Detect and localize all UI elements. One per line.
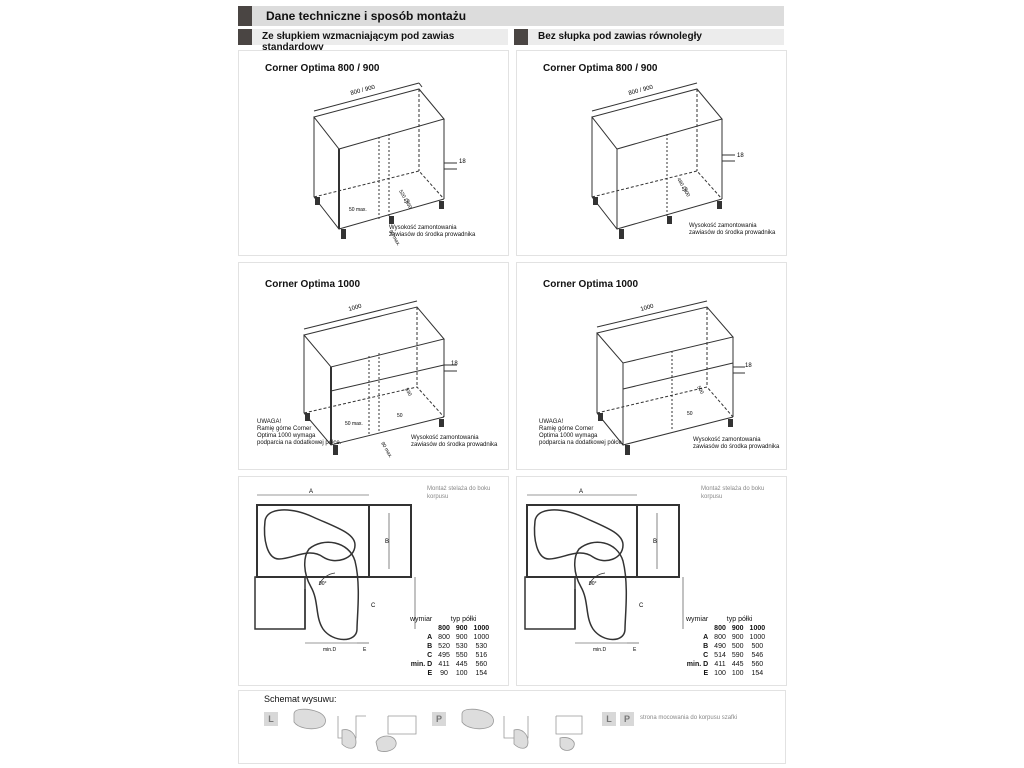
dim-A: A	[309, 489, 313, 495]
cabinet-drawing: 800 / 900 18 480 / 500 50	[591, 82, 744, 239]
dim-A: A	[579, 489, 583, 495]
dim-E: E	[363, 647, 367, 653]
mount-height-note: Wysokość zamontowania zawiasów do środka…	[389, 225, 476, 238]
dim-530: 530	[403, 387, 412, 397]
dim-18: 18	[451, 361, 458, 367]
dim-min-D: min.D	[323, 647, 336, 653]
warning-note: UWAGA! Ramię górne Corner Optima 1000 wy…	[257, 419, 342, 446]
panel-title: Corner Optima 800 / 900	[265, 63, 380, 74]
dim-B: B	[653, 539, 657, 545]
panel-top-view-left: A B C min.D E 90° Montaż stelaża do boku…	[238, 476, 509, 686]
mount-height-note: Wysokość zamontowania zawiasów do środka…	[411, 435, 498, 448]
panel-corner-800-900-right: Corner Optima 800 / 900 800 / 900 18 480…	[516, 50, 787, 256]
badge-l: L	[264, 712, 278, 726]
col-label: wymiar	[686, 616, 709, 623]
col-label: wymiar	[410, 616, 433, 623]
legend-badge-p: P	[620, 712, 634, 726]
dim-90-max: 90 max.	[379, 441, 393, 459]
badge-p: P	[432, 712, 446, 726]
legend-text: strona mocowania do korpusu szafki	[640, 715, 738, 721]
dim-width: 1000	[348, 304, 363, 313]
dim-500: 500	[695, 385, 704, 395]
schemat-title: Schemat wysuwu:	[264, 694, 337, 704]
panel-title: Corner Optima 1000	[543, 279, 639, 290]
schemat-panel	[238, 690, 786, 764]
col-1000: 1000	[473, 625, 490, 632]
page-title: Dane techniczne i sposób montażu	[266, 9, 467, 23]
dim-50: 50	[404, 199, 410, 205]
dim-C: C	[639, 603, 644, 609]
panel-corner-1000-left: Corner Optima 1000 1000 18 530 50 max. 5…	[238, 262, 509, 470]
group-header: typ półki	[726, 616, 753, 623]
angle-90: 90°	[319, 581, 327, 587]
dim-E: E	[633, 647, 637, 653]
mount-note: Montaż stelaża do boku korpusu	[701, 486, 765, 500]
page-header: Dane techniczne i sposób montażu	[238, 6, 784, 26]
legend-badge-l: L	[602, 712, 616, 726]
col-800: 800	[438, 625, 450, 632]
panel-corner-1000-right: Corner Optima 1000 1000 18 500 50 UWAGA!…	[516, 262, 787, 470]
col-900: 900	[455, 625, 468, 632]
dim-18: 18	[745, 363, 752, 369]
col-800: 800	[714, 625, 726, 632]
cabinet-drawing: 1000 18 500 50	[596, 300, 752, 455]
column-marker-right	[514, 29, 528, 45]
group-header: typ półki	[450, 616, 477, 623]
mount-note: Montaż stelaża do boku korpusu	[427, 486, 491, 500]
cabinet-drawing: 800 / 900 18 50 max. 520 / 550 50 90 max…	[313, 82, 466, 247]
col-900: 900	[731, 625, 744, 632]
column-header-left: Ze słupkiem wzmacniającym pod zawias sta…	[238, 29, 508, 53]
schemat-drawing	[293, 708, 583, 752]
dim-B: B	[385, 539, 389, 545]
mount-height-note: Wysokość zamontowania zawiasów do środka…	[693, 437, 780, 450]
top-view-drawing: A B C min.D E 90°	[524, 489, 684, 653]
panel-corner-800-900-left: Corner Optima 800 / 900 800 / 900 18 50 …	[238, 50, 509, 256]
panel-title: Corner Optima 1000	[265, 279, 361, 290]
column-header-right: Bez słupka pod zawias równoległy	[514, 29, 784, 45]
dim-50: 50	[687, 411, 693, 417]
angle-90: 90°	[589, 581, 597, 587]
panel-title: Corner Optima 800 / 900	[543, 63, 658, 74]
dim-50-max: 50 max.	[349, 207, 367, 213]
dim-18: 18	[459, 159, 466, 165]
header-marker	[238, 6, 252, 26]
warning-note: UWAGA! Ramię górne Corner Optima 1000 wy…	[539, 419, 624, 446]
dim-width: 1000	[640, 304, 655, 313]
dim-C: C	[371, 603, 376, 609]
top-view-drawing: A B C min.D E 90°	[254, 489, 416, 653]
dim-50: 50	[682, 187, 688, 193]
mount-height-note: Wysokość zamontowania zawiasów do środka…	[689, 223, 776, 236]
dim-min-D: min.D	[593, 647, 606, 653]
cabinet-drawing: 1000 18 530 50 max. 50 90 max.	[303, 300, 458, 459]
dim-50: 50	[397, 413, 403, 419]
column-title-left: Ze słupkiem wzmacniającym pod zawias sta…	[262, 31, 455, 53]
panel-top-view-right: A B C min.D E 90° Montaż stelaża do boku…	[516, 476, 787, 686]
column-marker-left	[238, 29, 252, 45]
dim-50-max: 50 max.	[345, 421, 363, 427]
col-1000: 1000	[749, 625, 766, 632]
column-title-right: Bez słupka pod zawias równoległy	[538, 31, 702, 42]
dim-18: 18	[737, 153, 744, 159]
